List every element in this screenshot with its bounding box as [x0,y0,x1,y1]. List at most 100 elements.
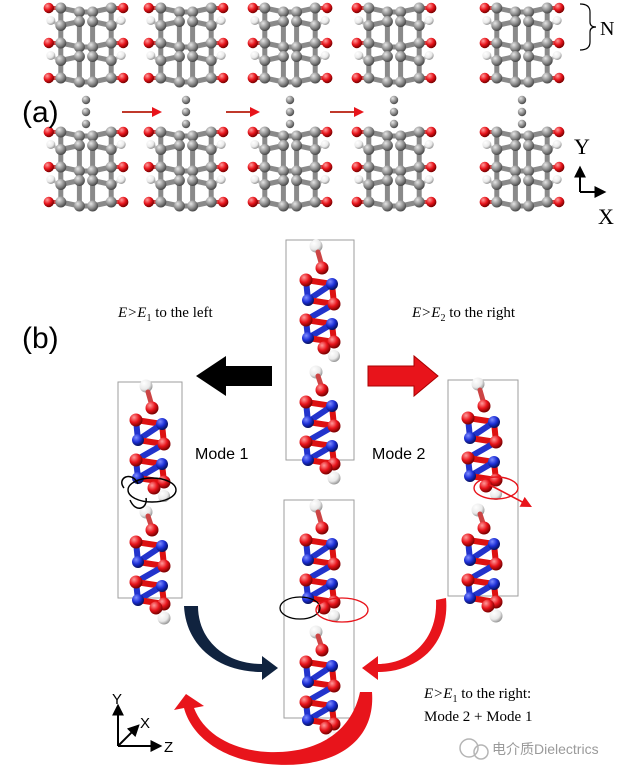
mode-2-label: Mode 2 [372,446,425,463]
carbon-atom [523,16,535,27]
carbon-atom [155,196,167,208]
carbon-atom [413,161,425,173]
carbon-atom [187,200,199,212]
carbon-atom [541,144,553,155]
carbon-atom [277,165,289,177]
panel-b [117,239,532,745]
carbon-atom [187,175,199,186]
oxygen-atom [477,521,491,535]
oxygen-atom [322,2,333,14]
carbon-atom [389,107,399,117]
carbon-atom [73,16,85,27]
structure-top [299,239,341,485]
oxygen-atom [489,435,503,449]
carbon-atom [155,144,167,155]
oxygen-atom [315,521,329,535]
oxygen-atom [554,126,565,138]
carbon-atom [55,72,67,84]
carbon-atom [509,76,521,88]
carbon-atom [187,130,199,142]
oxygen-atom [461,533,475,547]
hydrogen-atom [327,471,341,485]
nitrogen-atom [302,714,314,726]
carbon-atom [309,2,321,14]
nitrogen-atom [326,440,338,452]
carbon-atom [87,76,99,88]
oxygen-atom [351,161,362,173]
carbon-atom [363,20,375,31]
carbon-atom [541,72,553,84]
hydrogen-atom [250,140,260,149]
carbon-atom [363,179,375,190]
carbon-atom [509,175,521,186]
oxygen-atom [43,72,54,84]
mode-1-label: Mode 1 [195,446,248,463]
hydrogen-atom [146,16,156,25]
oxygen-atom [426,126,437,138]
carbon-atom [155,2,167,14]
hydrogen-atom [354,140,364,149]
oxygen-atom [299,273,313,287]
oxygen-atom [351,196,362,208]
oxygen-atom [461,573,475,587]
carbon-atom [363,161,375,173]
axis-x-label-a: X [598,204,614,229]
mode1-ellipse [127,477,177,503]
nitrogen-atom [302,294,314,306]
carbon-atom [105,72,117,84]
carbon-atom [55,20,67,31]
carbon-atom [413,126,425,138]
hydrogen-atom [250,16,260,25]
carbon-atom [541,2,553,14]
carbon-atom [173,165,185,177]
carbon-atom [105,20,117,31]
nitrogen-atom [464,592,476,604]
carbon-atom [541,37,553,49]
carbon-atom [395,76,407,88]
hydrogen-atom [320,175,330,184]
oxygen-atom [218,37,229,49]
oxygen-atom [143,37,154,49]
carbon-atom [395,41,407,53]
carbon-atom [259,196,271,208]
bracket-n-label: N [600,18,614,40]
oxygen-atom [479,196,490,208]
nitrogen-atom [464,470,476,482]
carbon-atom [309,20,321,31]
oxygen-atom [317,601,331,615]
hydrogen-atom [139,379,153,393]
oxygen-atom [426,37,437,49]
oxygen-atom [299,655,313,669]
carbon-atom [55,126,67,138]
carbon-atom [205,144,217,155]
oxygen-atom [143,72,154,84]
carbon-atom [205,2,217,14]
carbon-atom [381,76,393,88]
carbon-atom [73,140,85,151]
carbon-atom [187,41,199,53]
oxygen-atom [145,401,159,415]
hydrogen-atom [309,499,323,513]
carbon-atom [291,200,303,212]
hydrogen-atom [216,140,226,149]
carbon-atom [277,16,289,27]
carbon-atom [173,6,185,18]
oxygen-atom [43,2,54,14]
carbon-atom [285,119,295,129]
oxygen-atom [322,196,333,208]
oxygen-atom [299,313,313,327]
carbon-atom [205,55,217,66]
oxygen-atom [327,679,341,693]
carbon-atom [395,130,407,142]
nitrogen-atom [132,594,144,606]
nitrogen-atom [326,578,338,590]
hydrogen-atom [354,16,364,25]
oxygen-atom [149,601,163,615]
carbon-atom [173,41,185,53]
carbon-atom [523,140,535,151]
carbon-atom [55,196,67,208]
carbon-atom [381,6,393,18]
carbon-atom [523,165,535,177]
nitrogen-atom [302,454,314,466]
